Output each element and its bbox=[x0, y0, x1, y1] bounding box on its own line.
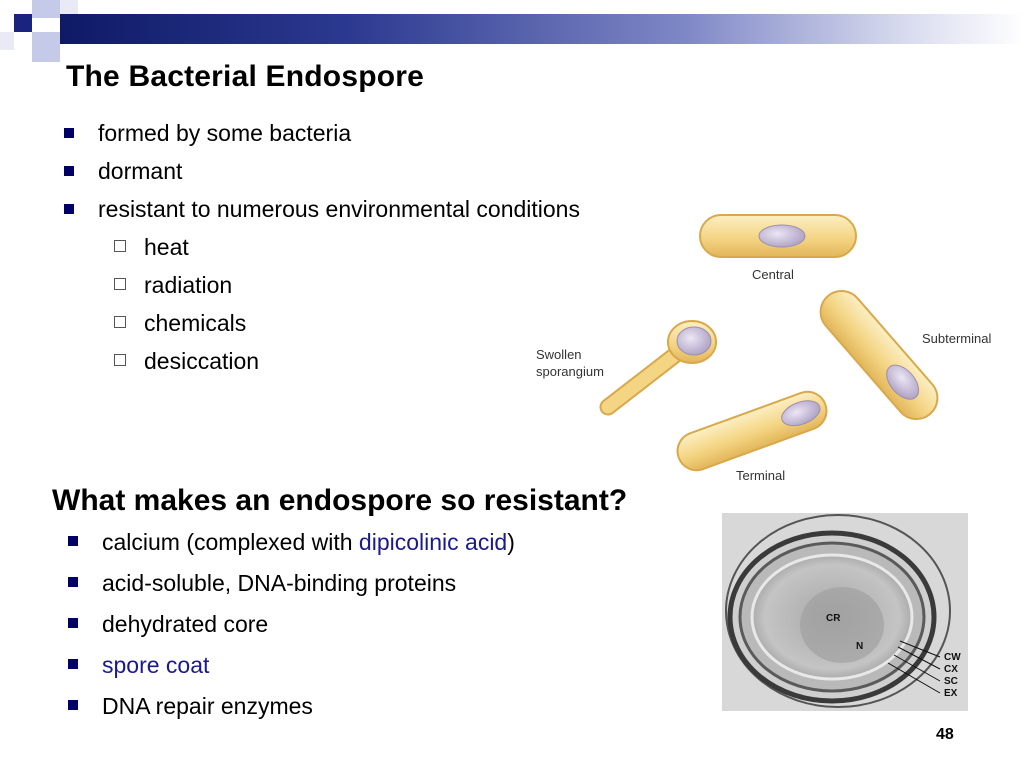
deco-square bbox=[32, 0, 60, 18]
swollen-sporangium-cell bbox=[599, 320, 717, 416]
endospore-micrograph: CR N CW CX SC EX bbox=[722, 513, 968, 711]
bullet-list: formed by some bacteria dormant resistan… bbox=[64, 114, 580, 228]
hollow-square-icon bbox=[114, 354, 126, 366]
label-subterminal: Subterminal bbox=[922, 331, 991, 346]
hollow-square-icon bbox=[114, 278, 126, 290]
list-item: heat bbox=[112, 228, 259, 266]
subterminal-cell bbox=[819, 289, 939, 421]
list-item: spore coat bbox=[68, 645, 515, 686]
dipicolinic-acid-link[interactable]: dipicolinic acid bbox=[358, 529, 508, 555]
label-central: Central bbox=[752, 267, 794, 282]
square-bullet-icon bbox=[68, 618, 78, 628]
square-bullet-icon bbox=[68, 577, 78, 587]
deco-square bbox=[0, 32, 14, 50]
square-bullet-icon bbox=[64, 128, 74, 138]
square-bullet-icon bbox=[64, 166, 74, 176]
label-terminal: Terminal bbox=[736, 468, 785, 483]
deco-square bbox=[60, 0, 78, 14]
label-ex: EX bbox=[944, 688, 958, 699]
section-heading: What makes an endospore so resistant? bbox=[52, 484, 628, 517]
list-item: dormant bbox=[64, 152, 580, 190]
list-item: dehydrated core bbox=[68, 604, 515, 645]
hollow-square-icon bbox=[114, 316, 126, 328]
list-item: resistant to numerous environmental cond… bbox=[64, 190, 580, 228]
list-item: desiccation bbox=[112, 342, 259, 380]
square-bullet-icon bbox=[64, 204, 74, 214]
label-n: N bbox=[856, 641, 863, 652]
resistance-bullet-list: calcium (complexed with dipicolinic acid… bbox=[68, 522, 515, 727]
square-bullet-icon bbox=[68, 536, 78, 546]
label-cr: CR bbox=[826, 613, 841, 624]
square-bullet-icon bbox=[68, 659, 78, 669]
header-bar bbox=[60, 14, 1024, 44]
list-item: acid-soluble, DNA-binding proteins bbox=[68, 563, 515, 604]
label-sc: SC bbox=[944, 676, 958, 687]
page-number: 48 bbox=[936, 726, 954, 743]
square-bullet-icon bbox=[68, 700, 78, 710]
list-item: DNA repair enzymes bbox=[68, 686, 515, 727]
deco-square bbox=[32, 32, 60, 62]
hollow-square-icon bbox=[114, 240, 126, 252]
list-item: chemicals bbox=[112, 304, 259, 342]
list-item: formed by some bacteria bbox=[64, 114, 580, 152]
label-cx: CX bbox=[944, 664, 958, 675]
spore-coat-link[interactable]: spore coat bbox=[102, 652, 210, 678]
list-item: calcium (complexed with dipicolinic acid… bbox=[68, 522, 515, 563]
terminal-cell bbox=[676, 390, 828, 472]
endospore-location-figure: Central Subterminal Swollen sporangium T… bbox=[536, 214, 991, 483]
list-item: radiation bbox=[112, 266, 259, 304]
label-cw: CW bbox=[944, 652, 961, 663]
deco-square bbox=[14, 14, 32, 32]
label-swollen-line1: Swollen bbox=[536, 347, 582, 362]
sub-bullet-list: heat radiation chemicals desiccation bbox=[112, 228, 259, 380]
central-cell bbox=[699, 214, 857, 258]
slide-title: The Bacterial Endospore bbox=[66, 60, 425, 93]
label-swollen-line2: sporangium bbox=[536, 364, 604, 379]
